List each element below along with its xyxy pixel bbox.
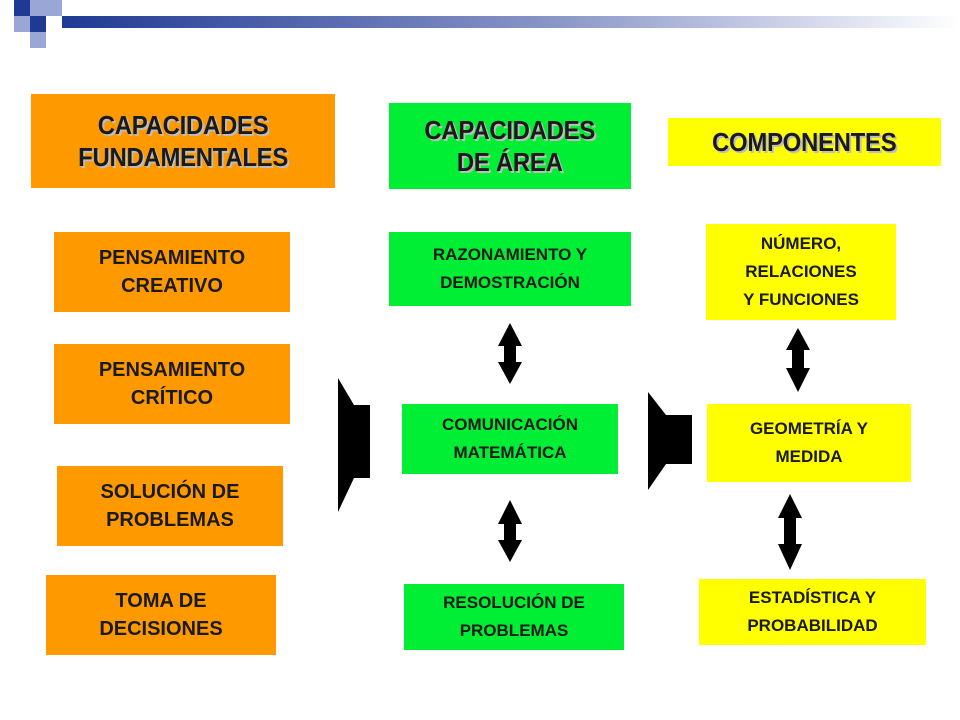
- box-pensamiento-critico-label: PENSAMIENTO CRÍTICO: [98, 359, 246, 409]
- header-capacidades-fundamentales: CAPACIDADES FUNDAMENTALES: [31, 94, 335, 188]
- header-capacidades-fundamentales-label: CAPACIDADES FUNDAMENTALES: [78, 110, 288, 172]
- double-arrow-3-icon: [786, 328, 810, 392]
- box-razonamiento-y-demostracion: RAZONAMIENTO Y DEMOSTRACIÓN: [389, 232, 631, 306]
- double-arrow-4-icon: [778, 494, 802, 570]
- box-comunicacion-matematica: COMUNICACIÓN MATEMÁTICA: [402, 404, 618, 474]
- box-pensamiento-creativo-label: PENSAMIENTO CREATIVO: [98, 247, 246, 297]
- box-numero-relaciones-funciones: NÚMERO, RELACIONES Y FUNCIONES: [706, 224, 896, 320]
- double-arrow-icon: [498, 323, 522, 384]
- box-estadistica-y-probabilidad: ESTADÍSTICA Y PROBABILIDAD: [699, 579, 926, 645]
- box-numero-relaciones-funciones-label: NÚMERO, RELACIONES Y FUNCIONES: [743, 234, 859, 309]
- header-capacidades-de-area-label: CAPACIDADES DE ÁREA: [424, 115, 596, 177]
- header-componentes-label: COMPONENTES: [712, 127, 897, 157]
- header-componentes: COMPONENTES: [668, 118, 941, 166]
- box-comunicacion-matematica-label: COMUNICACIÓN MATEMÁTICA: [442, 415, 578, 462]
- slide-header-decoration: [14, 0, 960, 48]
- box-resolucion-de-problemas-label: RESOLUCIÓN DE PROBLEMAS: [443, 593, 585, 640]
- box-toma-de-decisiones-label: TOMA DE DECISIONES: [99, 590, 223, 640]
- double-arrow-2-icon: [498, 500, 522, 562]
- header-capacidades-de-area: CAPACIDADES DE ÁREA: [389, 103, 631, 189]
- box-pensamiento-critico: PENSAMIENTO CRÍTICO: [54, 344, 290, 424]
- box-razonamiento-y-demostracion-label: RAZONAMIENTO Y DEMOSTRACIÓN: [432, 245, 588, 292]
- box-pensamiento-creativo: PENSAMIENTO CREATIVO: [54, 232, 290, 312]
- big-left-arrow-2-icon: [648, 392, 692, 490]
- box-toma-de-decisiones: TOMA DE DECISIONES: [46, 575, 276, 655]
- box-solucion-de-problemas: SOLUCIÓN DE PROBLEMAS: [57, 466, 283, 546]
- box-geometria-y-medida-label: GEOMETRÍA Y MEDIDA: [749, 419, 869, 466]
- box-solucion-de-problemas-label: SOLUCIÓN DE PROBLEMAS: [100, 481, 240, 531]
- box-estadistica-y-probabilidad-label: ESTADÍSTICA Y PROBABILIDAD: [747, 588, 878, 635]
- box-geometria-y-medida: GEOMETRÍA Y MEDIDA: [707, 404, 911, 482]
- big-left-arrow-icon: [338, 378, 370, 512]
- box-resolucion-de-problemas: RESOLUCIÓN DE PROBLEMAS: [404, 584, 624, 650]
